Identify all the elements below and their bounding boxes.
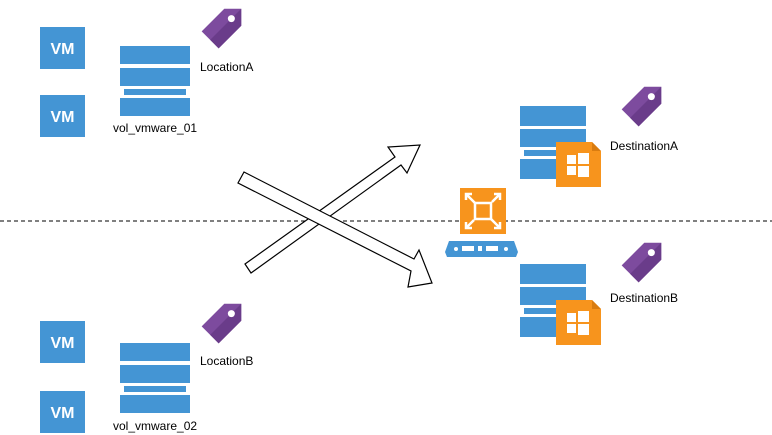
server-appliance-icon (445, 241, 518, 257)
storage-stack-icon (120, 343, 190, 413)
tag-icon (201, 303, 242, 344)
tag-icon (201, 8, 242, 49)
backup-proxy-icon (460, 188, 506, 234)
tag-icon (621, 242, 662, 283)
vm-box-4: VM (40, 391, 85, 433)
vm-box-2: VM (40, 95, 85, 137)
volume-label-1: vol_vmware_01 (113, 121, 197, 135)
destination-b-label: DestinationB (610, 291, 678, 305)
vm-label: VM (51, 335, 75, 352)
destination-a-label: DestinationA (610, 139, 678, 153)
vm-box-1: VM (40, 27, 85, 69)
arrow-to-destination-a (244, 144, 421, 274)
volume-label-2: vol_vmware_02 (113, 419, 197, 433)
vm-label: VM (51, 41, 75, 58)
storage-stack-icon (120, 46, 190, 116)
arrow-to-destination-b (237, 171, 433, 288)
vm-label: VM (51, 109, 75, 126)
location-b-label: LocationB (200, 354, 253, 368)
windows-logo-icon (556, 300, 601, 345)
vm-label: VM (51, 405, 75, 422)
vm-box-3: VM (40, 321, 85, 363)
location-a-label: LocationA (200, 60, 253, 74)
windows-logo-icon (556, 142, 601, 187)
tag-icon (621, 86, 662, 127)
